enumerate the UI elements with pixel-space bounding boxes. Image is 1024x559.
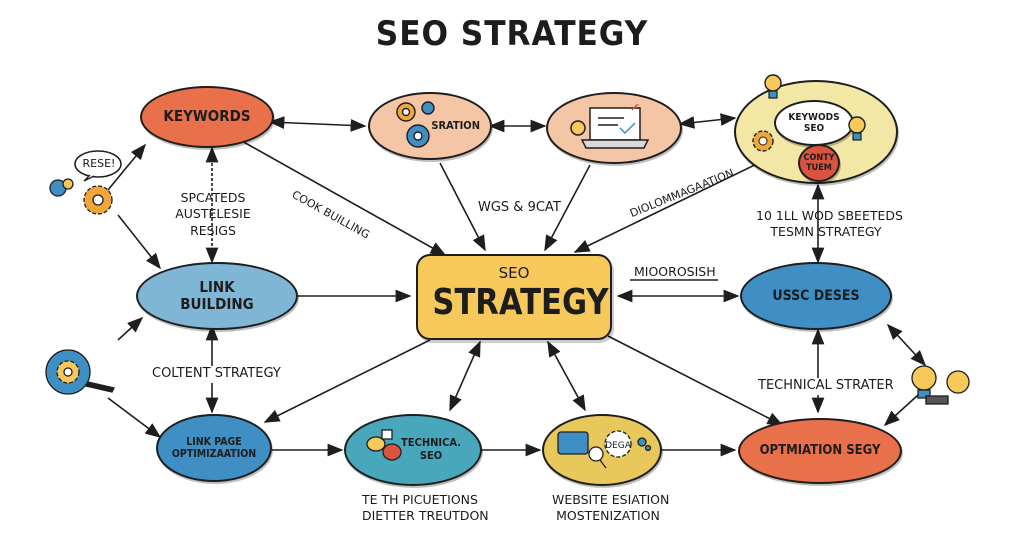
node-technical-seo: TECHNICA. SEO [344,414,482,486]
node-optimation: OPTMIATION SEGY [738,418,902,484]
node-link-line2: BUILDING [180,295,254,313]
edge-center-optimation [607,335,784,426]
node-conty-line1: CONTY [803,152,835,163]
node-keywords: KEYWORDS [140,86,274,148]
node-ussc-label: USSC DESES [772,287,860,304]
edge-ussc-bulbs [886,323,927,367]
edge-bulbs-optimation [883,394,919,427]
dega-label: DEGA [605,441,632,451]
label-web-1: WEBSITE ESIATION [552,492,670,507]
node-technical-line2: SEO [419,449,443,462]
label-web-2: MOSTENIZATION [556,508,660,524]
label-spcateds: SPCATEDS AUSTELESIE RESIGS [158,190,268,239]
gears-icon [396,101,435,148]
lightbulb-icon [848,116,866,141]
edge-center-dega [547,340,586,412]
edge-keywords-link [107,143,147,191]
gear-pen-icon [45,349,115,395]
rese-label: RESE! [82,157,116,170]
edge-link-gear [117,316,144,341]
lightbulb-icon [764,74,782,99]
node-optimation-label: OPTMIATION SEGY [759,442,881,458]
node-conty-line2: TUEM [806,163,832,173]
label-miooro: MIOOROSISH [634,264,716,279]
node-link-page-line2: OPTIMIZAATION [171,448,257,460]
search-gear-icon: DEGA [557,430,652,469]
node-sration: SRATION [368,92,492,160]
node-link-line1: LINK [199,277,235,296]
label-website: WEBSITE ESIATION MOSTENIZATION [552,492,670,525]
central-node-small: SEO [498,264,530,282]
label-content-strategy: COLTENT STRATEGY [152,366,281,383]
edge-keywords-center [239,139,447,256]
node-link-page-line1: LINK PAGE [186,435,242,448]
laptop-icon [570,104,650,149]
label-toll: 10 1LL WOD SBEETEDS TESMN STRATEGY [756,208,903,241]
edge-laptop-center [544,164,591,252]
node-link-page: LINK PAGE OPTIMIZAATION [156,414,272,482]
label-pictures: TE TH PICUETIONS DIETTER TREUTDON [362,492,489,525]
edge-keywordseo-center [573,159,766,253]
node-link-building: LINK BUILDING [136,262,298,330]
node-conty: CONTY TUEM [798,144,840,182]
edge-gear-linkpage [107,397,162,438]
chat-bubbles-icon [366,429,402,461]
edge-keywords-sration [268,116,367,132]
page-title: SEO STRATEGY [375,14,649,54]
label-spcateds-1: SPCATEDS [180,190,246,205]
label-wgs: WGS & 9CAT [478,200,561,215]
node-keyword-seo-line2: SEO [803,123,825,134]
node-keywords-label: KEYWORDS [163,107,251,126]
person-gear-icon [49,178,113,215]
label-spcateds-2: AUSTELESIE [175,206,251,222]
label-spcateds-3: RESIGS [190,222,236,238]
edge-center-technical [449,340,481,412]
central-node-big: STRATEGY [432,282,609,323]
node-keyword-seo-line1: KEYWODS [788,111,840,123]
edge-laptop-keywordseo [678,113,737,129]
node-technical-line1: TECHNICA. [401,436,461,450]
node-sration-label: SRATION [431,118,480,132]
edge-sration-center [439,162,486,252]
lightbulbs-icon [911,365,970,405]
label-pic-2: DIETTER TREUTDON [362,508,489,524]
label-toll-2: TESMN STRATEGY [770,224,882,240]
label-toll-1: 10 1LL WOD SBEETEDS [756,208,903,223]
edge-rese-link [117,214,161,270]
label-technical-strater: TECHNICAL STRATER [758,378,894,395]
central-node-seo-strategy: SEO STRATEGY [416,254,612,340]
label-pic-1: TE TH PICUETIONS [362,492,478,507]
node-ussc-deses: USSC DESES [740,262,892,330]
edge-center-linkpage [263,339,431,423]
node-keyword-seo: KEYWODS SEO [774,100,854,146]
speech-bubble-icon [74,150,122,182]
gear-icon [752,130,774,152]
